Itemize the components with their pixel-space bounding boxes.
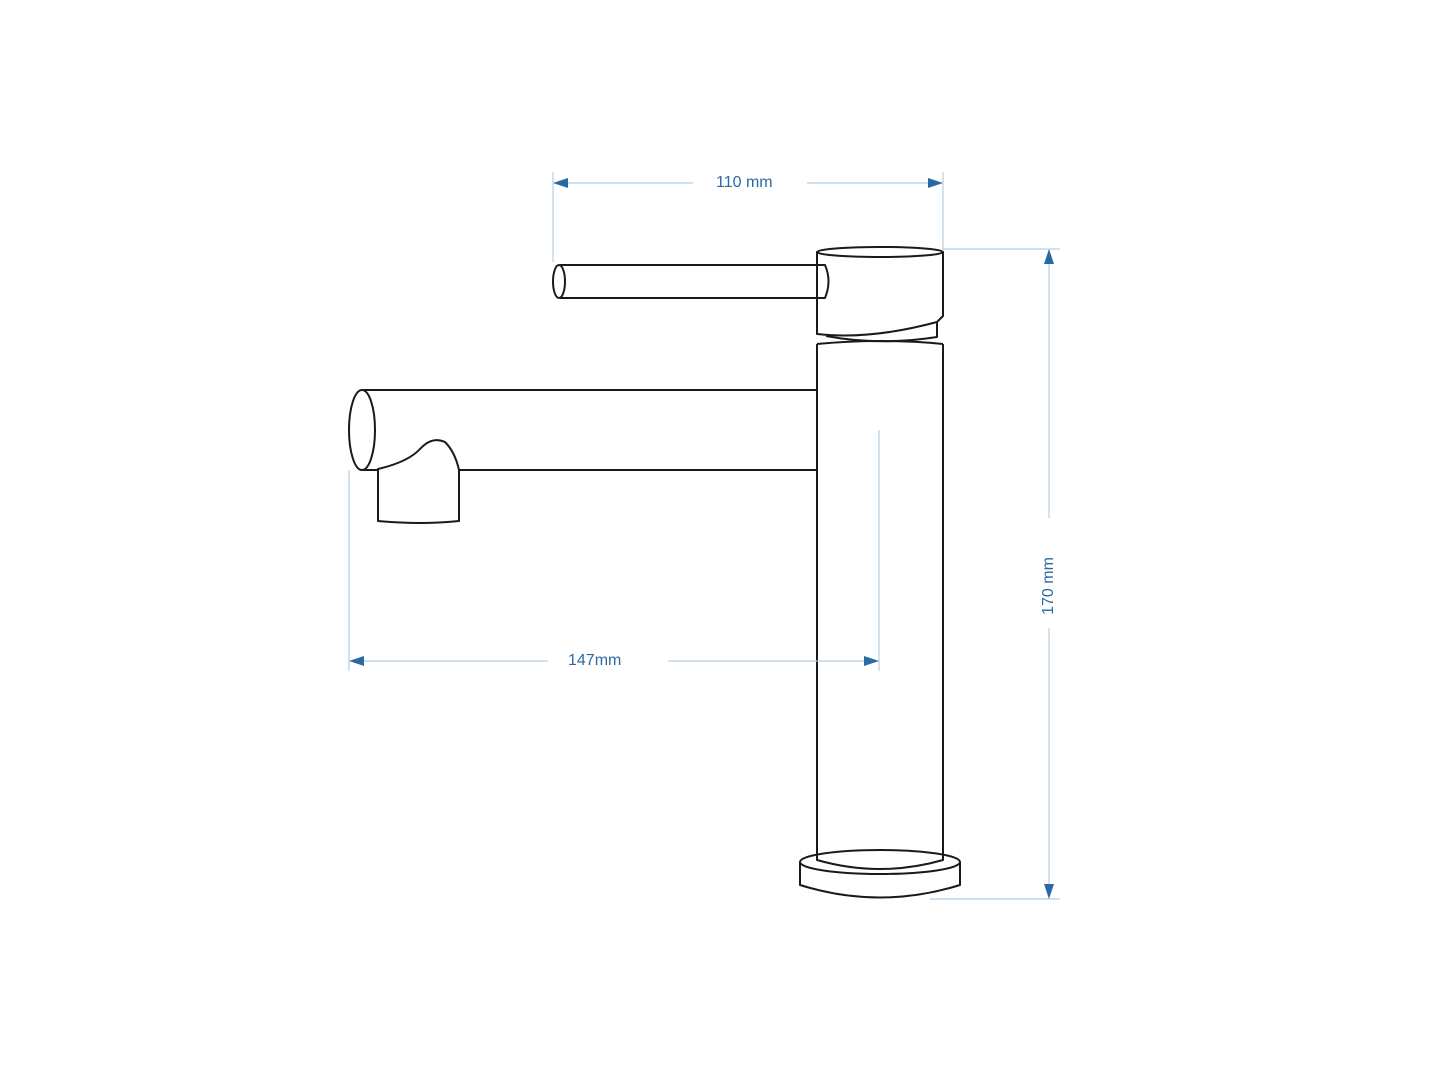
spout [348,389,817,471]
handle-cap [816,246,944,343]
dimension-arrows [349,178,1054,899]
dimension-label-total-height: 170 mm [1039,557,1058,615]
aerator [377,439,460,524]
dimension-handle-width [552,172,944,262]
lever-handle [552,264,830,299]
dimension-label-spout-reach: 147mm [568,652,622,670]
dimension-spout-reach [348,430,880,671]
body-column [816,340,944,860]
dimension-label-handle-width: 110 mm [716,174,773,192]
dimension-total-height [930,248,1060,900]
base-flange [799,849,961,899]
